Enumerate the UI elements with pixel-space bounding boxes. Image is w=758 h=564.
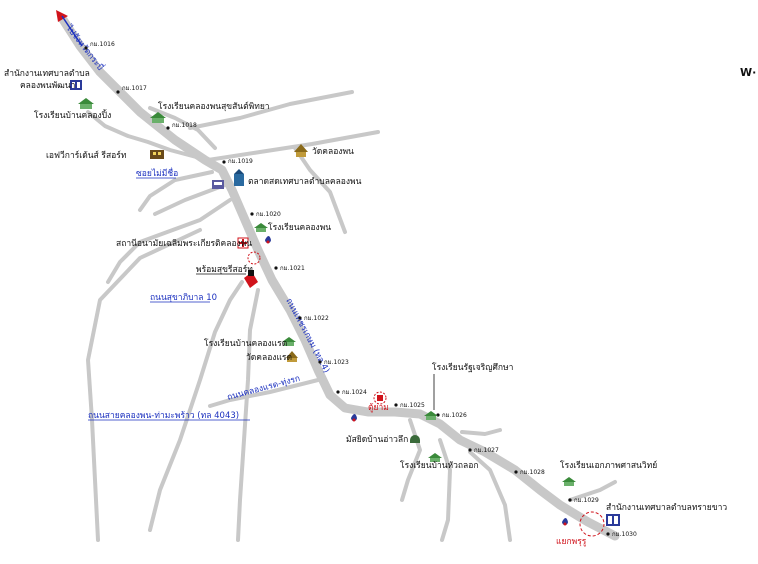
label-office-klong-phon-phatthana: สำนักงานเทศบาลตำบล: [4, 69, 90, 79]
road-west-2: [106, 198, 232, 284]
svg-text:กม.1023: กม.1023: [324, 359, 349, 366]
map-icons: [70, 80, 620, 537]
label-road-sukhaphiban-10: ถนนสุขาภิบาล 10: [150, 293, 217, 303]
road-south-1: [438, 438, 452, 542]
road-north-east: [188, 90, 354, 130]
bus-stop-icon: [212, 180, 224, 189]
km-1021: กม.1021: [274, 265, 305, 272]
school-icon: [78, 98, 94, 109]
label-school-ban-klong-raet: โรงเรียนบ้านคลองแรด: [204, 338, 287, 349]
school-icon: [282, 337, 296, 346]
road-west-1: [153, 183, 227, 216]
label-office-thap-sai: สำนักงานเทศบาลตำบลทรายขาว: [606, 503, 727, 513]
gas-station-icon: [265, 236, 271, 244]
school-icon: [150, 112, 166, 123]
svg-text:กม.1020: กม.1020: [256, 211, 281, 218]
mosque-icon: [410, 435, 420, 443]
govt-office-icon: [606, 514, 620, 526]
svg-text:กม.1025: กม.1025: [400, 402, 425, 409]
label-police-box: ตู้ยาม: [368, 402, 389, 413]
svg-text:กม.1018: กม.1018: [172, 122, 197, 129]
hospital-icon: [237, 237, 249, 249]
label-health-station: สถานีอนามัยเฉลิมพระเกียรติคลองพน: [116, 238, 252, 249]
road-south-2: [468, 450, 512, 542]
svg-text:กม.1019: กม.1019: [228, 158, 253, 165]
gas-station-icon: [351, 414, 357, 422]
label-wat-klong-phon: วัดคลองพน: [312, 147, 354, 157]
label-prom-suk-resort: พร้อมสุขรีสอร์ท: [196, 264, 253, 275]
label-resort: เอฟวีการ์เด้นส์ รีสอร์ท: [46, 150, 127, 161]
temple-icon: [286, 351, 298, 362]
svg-text:กม.1021: กม.1021: [280, 265, 305, 272]
label-market: ตลาดสดเทศบาลตำบลคลองพน: [248, 177, 362, 187]
resort-location-icon: [244, 251, 261, 288]
km-1022: กม.1022: [298, 315, 329, 322]
km-1026: กม.1026: [436, 412, 467, 419]
road-east-branch: [293, 146, 347, 234]
km-1028: กม.1028: [514, 469, 545, 476]
junction-icon: [579, 511, 605, 537]
govt-office-icon: [70, 80, 82, 90]
label-school-klong-phon-suksa: โรงเรียนคลองพนสุขสันต์พิทยา: [158, 101, 270, 112]
svg-text:กม.1016: กม.1016: [90, 41, 115, 48]
svg-text:กม.1028: กม.1028: [520, 469, 545, 476]
km-1025: กม.1025: [394, 402, 425, 409]
school-icon: [424, 411, 438, 420]
km-1017: กม.1017: [116, 85, 147, 94]
road-west-long: [86, 228, 202, 542]
temple-icon: [294, 144, 308, 157]
label-school-ban-hua-thalok: โรงเรียนบ้านหัวถลอก: [400, 460, 479, 471]
school-icon: [254, 223, 268, 232]
label-soi-mai-mi-chue: ซอยไม่มีชื่อ: [136, 167, 178, 179]
svg-text:กม.1030: กม.1030: [612, 531, 637, 538]
km-1020: กม.1020: [250, 211, 281, 218]
road-wat-klong-phon: [206, 130, 380, 162]
km-1019: กม.1019: [222, 158, 253, 165]
label-school-sanit: โรงเรียนเอกภาพศาสนวิทย์: [560, 460, 657, 471]
label-office-klong-phon-phatthana: คลองพนพัฒนา: [20, 81, 75, 91]
corner-mark: W·: [740, 66, 756, 79]
svg-text:กม.1026: กม.1026: [442, 412, 467, 419]
road-soi: [138, 170, 214, 212]
label-road-4043: ถนนสายคลองพน-ท่ามะพร้าว (ทล 4043): [88, 410, 239, 421]
km-1030: กม.1030: [606, 531, 637, 538]
police-box-icon: [373, 391, 387, 405]
svg-text:กม.1022: กม.1022: [304, 315, 329, 322]
svg-text:กม.1027: กม.1027: [474, 447, 499, 454]
road-se: [568, 480, 617, 502]
km-1027: กม.1027: [468, 447, 499, 454]
school-icon: [428, 453, 442, 462]
label-school-klong-phon: โรงเรียนคลองพน: [268, 222, 331, 233]
minor-roads: [86, 90, 617, 542]
road-4043: [236, 288, 260, 542]
label-junction-phru-ru: แยกพรุรู: [556, 537, 587, 547]
svg-text:กม.1024: กม.1024: [342, 389, 367, 396]
resort-icon: [150, 150, 164, 159]
market-icon: [234, 169, 244, 186]
label-wat-klong-raet: วัดคลองแรด: [246, 353, 292, 363]
km-1016: กม.1016: [84, 41, 115, 50]
label-school-rat-charoen: โรงเรียนรัฐเจริญศึกษา: [432, 362, 513, 373]
highway-phetkasem: [57, 13, 620, 541]
road-klong-ping: [86, 110, 202, 160]
svg-text:กม.1029: กม.1029: [574, 497, 599, 504]
km-1018: กม.1018: [166, 122, 197, 130]
km-1024: กม.1024: [336, 389, 367, 396]
km-markers: กม.1016 กม.1017 กม.1018 กม.1019 กม.1020 …: [84, 41, 637, 538]
km-1029: กม.1029: [568, 497, 599, 504]
km-1023: กม.1023: [318, 359, 349, 366]
road-sukhaphiban-10: [148, 280, 244, 532]
gas-station-icon: [562, 518, 568, 526]
road-klong-raet: [208, 378, 320, 408]
road-hua-thalok: [400, 418, 422, 502]
svg-text:กม.1017: กม.1017: [122, 85, 147, 92]
road-east-small: [460, 428, 502, 436]
place-labels: สำนักงานเทศบาลตำบล คลองพนพัฒนา โรงเรียนบ…: [4, 69, 727, 547]
school-icon: [562, 477, 576, 486]
label-school-ban-klong-ping: โรงเรียนบ้านคลองปิ้ง: [34, 109, 111, 121]
label-mosque: มัสยิดบ้านอ่าวลึก: [346, 434, 408, 445]
road-north-branch: [148, 106, 217, 150]
